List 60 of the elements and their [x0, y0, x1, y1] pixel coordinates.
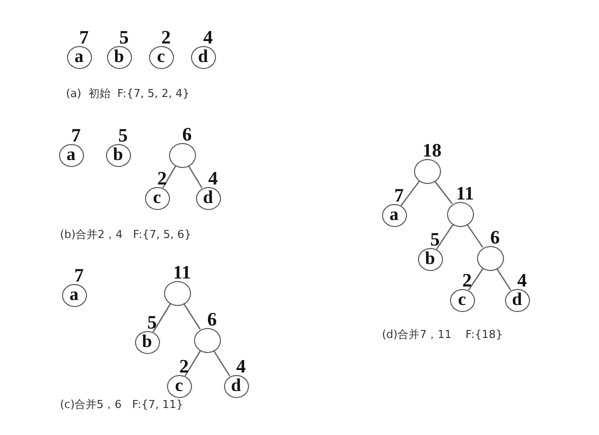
weight-label: 11 — [456, 184, 474, 203]
tree-edge — [162, 166, 176, 188]
weight-label: 7 — [71, 126, 81, 145]
tree-edge — [436, 224, 454, 250]
weight-label: 6 — [490, 228, 500, 247]
leaf-circle: b — [134, 330, 160, 354]
weight-label: 5 — [119, 28, 129, 47]
leaf-circle: c — [450, 288, 474, 312]
tree-edge — [466, 224, 484, 248]
tree-edge — [496, 268, 512, 290]
tree-edge — [183, 303, 201, 330]
tree-edge — [184, 350, 201, 376]
leaf-circle: b — [106, 46, 132, 68]
weight-label: 4 — [203, 28, 213, 47]
tree-edge — [213, 350, 230, 376]
weight-label: 6 — [207, 310, 217, 329]
tree-edge — [400, 180, 420, 206]
leaf-circle: c — [148, 46, 174, 68]
weight-label: 18 — [422, 141, 442, 160]
tree-edge — [188, 166, 202, 188]
tree-edge — [468, 268, 484, 291]
caption: (b)合并2，4 F:{7, 5, 6} — [60, 229, 192, 240]
leaf-circle: a — [382, 204, 406, 226]
caption: (a) 初始 F:{7, 5, 2, 4} — [66, 88, 190, 99]
leaf-circle: d — [224, 374, 248, 398]
leaf-circle: a — [62, 284, 86, 306]
weight-label: 2 — [462, 271, 472, 290]
leaf-circle: b — [418, 248, 442, 270]
empty-circle — [168, 142, 196, 168]
empty-circle — [476, 246, 504, 270]
caption: (c)合并5，6 F:{7, 11} — [60, 399, 184, 410]
leaf-circle: a — [58, 144, 84, 166]
weight-label: 4 — [236, 357, 246, 376]
empty-circle — [414, 158, 440, 184]
leaf-circle: b — [106, 144, 130, 166]
weight-label: 7 — [79, 28, 89, 47]
weight-label: 5 — [147, 313, 157, 332]
leaf-circle: d — [196, 186, 220, 210]
empty-circle — [446, 202, 474, 226]
weight-label: 2 — [179, 357, 189, 376]
weight-label: 7 — [394, 186, 404, 205]
tree-edge — [152, 304, 171, 332]
weight-label: 2 — [157, 169, 167, 188]
tree-edge — [434, 180, 453, 204]
leaf-circle: c — [166, 374, 192, 398]
empty-circle — [194, 328, 220, 352]
leaf-circle: a — [66, 46, 92, 68]
leaf-circle: d — [504, 288, 530, 312]
weight-label: 5 — [430, 230, 440, 249]
weight-label: 4 — [208, 169, 218, 188]
weight-label: 6 — [182, 125, 192, 144]
weight-label: 5 — [118, 126, 128, 145]
weight-label: 2 — [161, 28, 171, 47]
weight-label: 7 — [74, 266, 84, 285]
empty-circle — [164, 280, 190, 306]
leaf-circle: c — [144, 186, 170, 210]
weight-label: 11 — [173, 263, 191, 282]
leaf-circle: d — [190, 46, 216, 68]
caption: (d)合并7，11 F:{18} — [382, 329, 503, 340]
weight-label: 4 — [517, 271, 527, 290]
